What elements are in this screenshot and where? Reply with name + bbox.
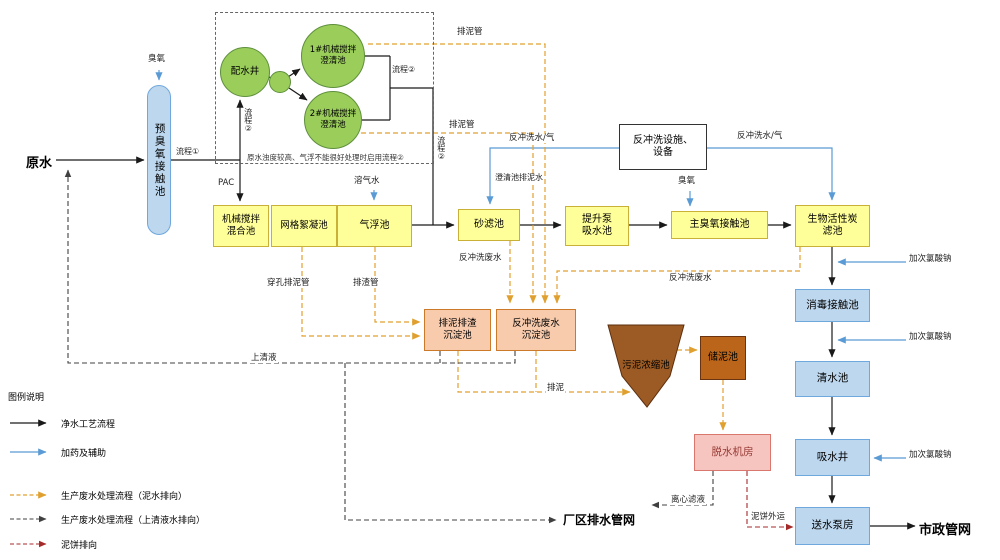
label-backwash-waste-sand: 反冲洗废水 xyxy=(458,253,503,264)
disinfection-tank: 消毒接触池 xyxy=(795,289,870,322)
legend-arrow-cake xyxy=(10,540,47,548)
legend-title: 图例说明 xyxy=(8,393,45,403)
legend-arrow-supernatant xyxy=(10,515,47,523)
splitter-node xyxy=(269,71,291,93)
water-pump-house: 送水泵房 xyxy=(795,507,870,545)
label-naclo-3: 加次氯酸钠 xyxy=(909,450,952,460)
label-process2-note: 原水浊度较高、气浮不能很好处理时启用流程② xyxy=(247,153,404,162)
gac-filter: 生物活性炭 滤池 xyxy=(795,205,870,247)
legend-label-main-flow: 净水工艺流程 xyxy=(61,419,116,430)
legend-item-sludge: 生产废水处理流程（泥水排向） xyxy=(8,489,205,502)
label-slag-pipe: 排渣管 xyxy=(352,278,380,289)
legend-arrow-main-flow xyxy=(10,419,47,427)
legend-item-supernatant: 生产废水处理流程（上清液水排向） xyxy=(8,513,206,526)
plant-drain-network-label: 厂区排水管网 xyxy=(563,513,636,527)
sludge-storage-tank: 储泥池 xyxy=(700,336,746,380)
label-naclo-1: 加次氯酸钠 xyxy=(909,254,952,264)
legend-label-sludge: 生产废水处理流程（泥水排向） xyxy=(61,491,188,502)
sludge-waste-arrows xyxy=(301,43,801,431)
cake-arrows xyxy=(746,471,794,531)
label-perforated-sludge-pipe: 穿孔排泥管 xyxy=(266,278,311,289)
legend-label-cake: 泥饼排向 xyxy=(61,540,98,551)
main-flow-arrows xyxy=(56,55,916,530)
label-pac: PAC xyxy=(218,178,235,188)
legend-item-main-flow: 净水工艺流程 xyxy=(8,417,205,430)
lift-pump-suction-tank: 提升泵 吸水池 xyxy=(565,206,629,246)
sludge-slag-sedimentation-tank: 排泥排渣 沉淀池 xyxy=(424,309,491,351)
distribution-well: 配水井 xyxy=(220,47,270,97)
legend-arrow-sludge xyxy=(10,491,47,499)
label-naclo-2: 加次氯酸钠 xyxy=(909,332,952,342)
sludge-thickener-label: 污泥浓缩池 xyxy=(622,360,670,372)
pre-ozone-tank: 预臭氧接触池 xyxy=(147,85,171,235)
process2-group-box xyxy=(215,12,434,164)
legend-label-aux: 加药及辅助 xyxy=(61,448,107,459)
label-flow1: 流程① xyxy=(176,147,200,156)
label-clarifier-sludge-water: 澄清池排泥水 xyxy=(494,173,544,183)
dewatering-room: 脱水机房 xyxy=(694,434,771,471)
municipal-network-label: 市政管网 xyxy=(919,523,972,538)
sand-filter: 砂滤池 xyxy=(458,209,520,241)
aux-dosing-arrows xyxy=(155,70,906,462)
label-cake-out: 泥饼外运 xyxy=(750,512,787,523)
label-backwash-waste-gac: 反冲洗废水 xyxy=(668,273,713,284)
clarifier-2: 2#机械搅拌 澄清池 xyxy=(304,91,362,149)
main-ozone-tank: 主臭氧接触池 xyxy=(671,211,768,239)
clear-water-tank: 清水池 xyxy=(795,361,870,397)
suction-well: 吸水井 xyxy=(795,439,870,476)
backwash-wastewater-sedimentation-tank: 反冲洗废水 沉淀池 xyxy=(496,309,576,351)
label-backwash-water-gas-right: 反冲洗水/气 xyxy=(736,131,784,142)
backwash-facility: 反冲洗设施、 设备 xyxy=(619,124,707,170)
legend-item-aux: 加药及辅助 xyxy=(8,446,205,459)
legend-label-supernatant: 生产废水处理流程（上清液水排向） xyxy=(61,515,206,526)
label-ozone-pre: 臭氧 xyxy=(148,54,166,64)
clarifier-1: 1#机械搅拌 澄清池 xyxy=(301,24,365,88)
label-backwash-water-gas-left: 反冲洗水/气 xyxy=(508,133,556,144)
label-dissolved-air: 溶气水 xyxy=(354,176,380,186)
label-centrifugal-filtrate: 离心滤液 xyxy=(670,495,707,506)
legend-arrow-aux xyxy=(10,448,47,456)
flocculation-tank: 网格絮凝池 xyxy=(271,205,337,247)
label-supernatant: 上清液 xyxy=(250,353,278,364)
label-flow2-bypass: 流程② xyxy=(436,136,446,161)
raw-water-label: 原水 xyxy=(26,156,53,171)
air-flotation-tank: 气浮池 xyxy=(337,205,412,247)
legend-item-cake: 泥饼排向 xyxy=(8,538,205,551)
sludge-thickener-shape xyxy=(607,324,685,408)
label-ozone-main: 臭氧 xyxy=(678,176,696,186)
label-sludge-pipe-top: 排泥管 xyxy=(456,27,484,38)
mixing-tank: 机械搅拌 混合池 xyxy=(213,205,269,247)
label-sludge-discharge: 排泥 xyxy=(546,383,566,394)
legend: 图例说明 净水工艺流程 加药及辅助 生产废水处理流程（泥水排向） 生产废水处理流… xyxy=(8,390,206,551)
label-flow2-well: 流程② xyxy=(243,108,253,133)
label-sludge-pipe-mid: 排泥管 xyxy=(448,120,476,131)
label-flow2-clarifier: 流程② xyxy=(392,65,416,74)
